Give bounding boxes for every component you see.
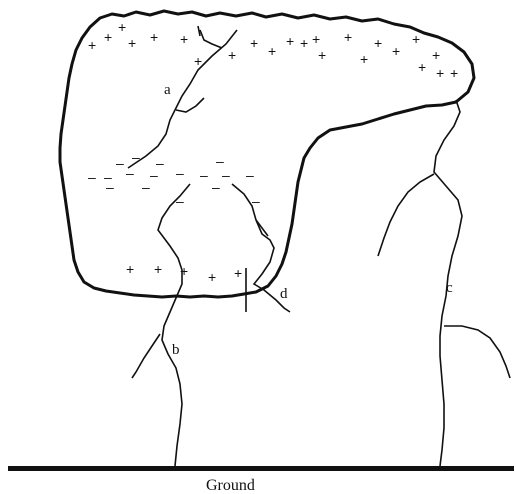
charge-plus: + [318, 47, 326, 63]
charge-plus: + [392, 43, 400, 59]
charge-plus: + [374, 35, 382, 51]
charge-plus: + [268, 43, 276, 59]
charge-plus: + [88, 37, 96, 53]
leader-a-top-hook [200, 30, 222, 48]
ground-line [8, 466, 514, 471]
charge-plus: + [118, 19, 126, 35]
charge-plus: + [286, 33, 294, 49]
charge-plus: + [194, 53, 202, 69]
charge-minus: – [176, 193, 184, 209]
positive-charges-top: + + + + + + + + + + + + + + + + + + + + … [88, 19, 458, 81]
charge-minus: – [142, 179, 150, 195]
charge-plus: + [250, 35, 258, 51]
charge-minus: – [200, 167, 208, 183]
charge-plus: + [312, 31, 320, 47]
charge-plus: + [234, 265, 242, 281]
charge-plus: + [104, 29, 112, 45]
ground-label: Ground [206, 477, 255, 494]
positive-charges-bottom: + + + + + [126, 261, 242, 285]
charge-plus: + [180, 263, 188, 279]
thundercloud-outline [60, 11, 474, 297]
charge-plus: + [126, 261, 134, 277]
leader-a [128, 30, 237, 168]
charge-minus: – [252, 193, 260, 209]
charge-minus: – [88, 169, 96, 185]
stroke-b-branch [132, 334, 160, 378]
charge-plus: + [412, 31, 420, 47]
charge-minus: – [116, 155, 124, 171]
stroke-c-left-branch [378, 174, 434, 256]
charge-minus: – [176, 165, 184, 181]
charge-minus: – [106, 179, 114, 195]
charge-plus: + [436, 65, 444, 81]
charge-plus: + [228, 47, 236, 63]
charge-plus: + [432, 47, 440, 63]
stroke-c-right-branch [444, 326, 510, 378]
charge-plus: + [208, 269, 216, 285]
stroke-b [158, 184, 190, 466]
charge-minus: – [246, 167, 254, 183]
charge-plus: + [344, 29, 352, 45]
charge-minus: – [126, 165, 134, 181]
charge-plus: + [180, 31, 188, 47]
charge-plus: + [150, 29, 158, 45]
charge-plus: + [154, 261, 162, 277]
charge-plus: + [418, 59, 426, 75]
label-a: a [164, 82, 171, 98]
negative-charges-middle: – – – – – – – – – – – – – – – – – [88, 149, 260, 209]
charge-minus: – [222, 167, 230, 183]
label-d: d [280, 286, 288, 302]
label-b: b [172, 342, 180, 358]
charge-minus: – [150, 167, 158, 183]
charge-minus: – [212, 179, 220, 195]
charge-plus: + [450, 65, 458, 81]
charge-plus: + [128, 35, 136, 51]
leader-a-top-stub [198, 26, 200, 36]
label-c: c [446, 280, 453, 296]
charge-plus: + [300, 35, 308, 51]
charge-minus: – [132, 149, 140, 165]
charge-plus: + [360, 51, 368, 67]
